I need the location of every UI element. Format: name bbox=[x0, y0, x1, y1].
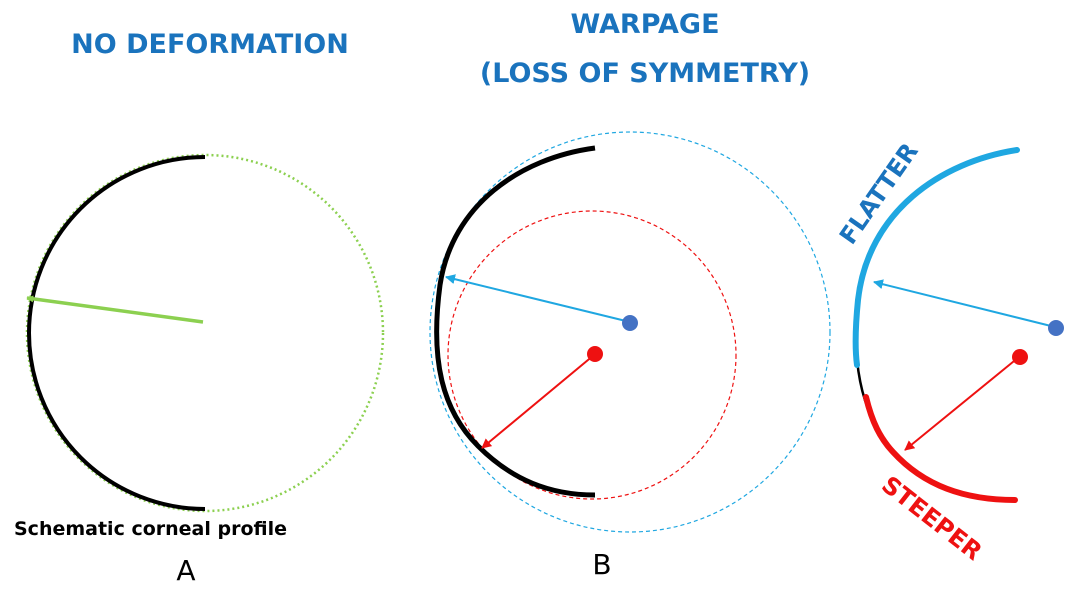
panel-a: NO DEFORMATION Schematic corneal profile… bbox=[14, 29, 385, 587]
steeper-radius-arrow bbox=[481, 354, 595, 449]
steeper-overlay-arc bbox=[863, 394, 1018, 503]
flatter-circle-dashed bbox=[429, 131, 831, 533]
panel-c: FLATTER STEEPER bbox=[834, 138, 1064, 566]
panel-b: WARPAGE (LOSS OF SYMMETRY) B bbox=[429, 9, 831, 581]
corneal-profile-arc bbox=[27, 155, 206, 511]
radius-arrow-green bbox=[26, 295, 204, 324]
panel-b-letter: B bbox=[592, 548, 611, 581]
panel-b-title-line2: (LOSS OF SYMMETRY) bbox=[480, 58, 810, 89]
steeper-center-dot bbox=[587, 346, 603, 362]
panel-b-title-line1: WARPAGE bbox=[570, 9, 719, 40]
flatter-detail-center-dot bbox=[1048, 320, 1064, 336]
flatter-overlay-arc bbox=[852, 147, 1020, 368]
steeper-detail-arrow bbox=[904, 356, 1020, 451]
panel-a-letter: A bbox=[176, 554, 195, 587]
panel-a-title: NO DEFORMATION bbox=[71, 29, 349, 60]
flatter-center-dot bbox=[622, 315, 638, 331]
flatter-radius-arrow bbox=[445, 274, 631, 323]
warped-corneal-profile bbox=[434, 145, 596, 498]
steeper-circle-dashed bbox=[447, 210, 737, 500]
flatter-detail-arrow bbox=[873, 279, 1056, 328]
schematic-caption: Schematic corneal profile bbox=[14, 518, 287, 540]
reference-circle-dotted bbox=[25, 153, 385, 513]
steeper-detail-center-dot bbox=[1012, 349, 1028, 365]
